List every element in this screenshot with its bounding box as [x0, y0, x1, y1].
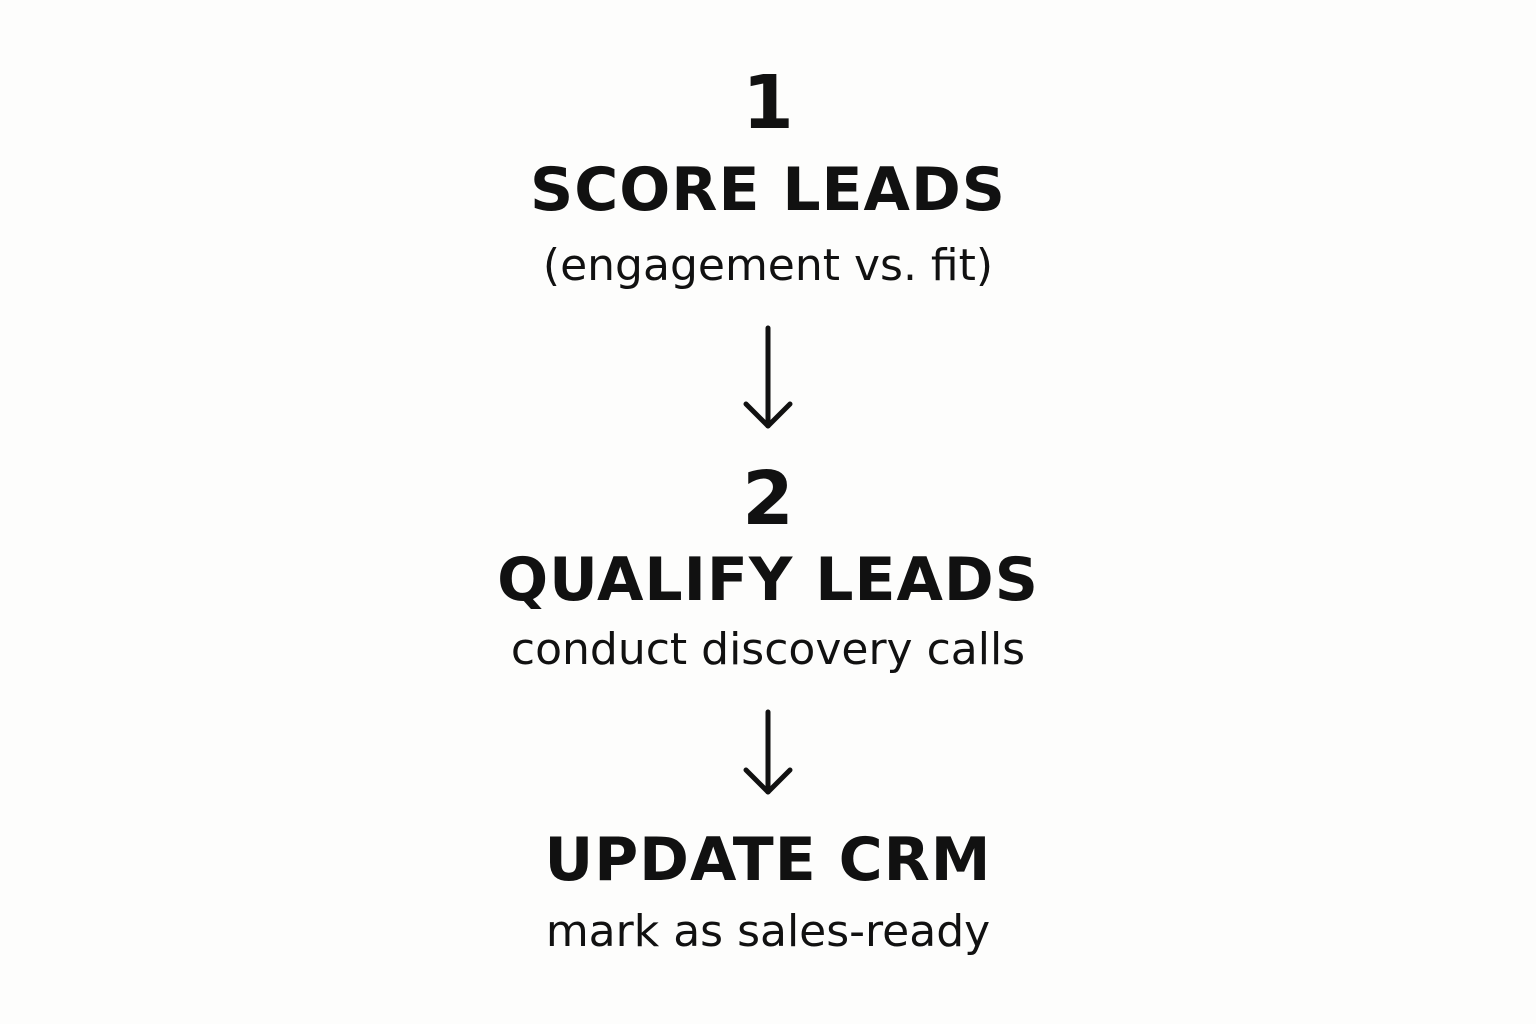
arrow-down-icon [743, 325, 793, 429]
step-2-title: QUALIFY LEADS [497, 545, 1039, 615]
step-1-title: SCORE LEADS [530, 155, 1006, 225]
arrow-down-icon [743, 709, 793, 795]
step-3-title: UPDATE CRM [544, 825, 992, 895]
step-2-detail: conduct discovery calls [510, 624, 1026, 675]
step-1-number: 1 [742, 60, 794, 146]
step-1-detail: (engagement vs. fit) [542, 240, 994, 291]
step-3-detail: mark as sales-ready [545, 906, 991, 957]
step-2-number: 2 [742, 456, 794, 542]
